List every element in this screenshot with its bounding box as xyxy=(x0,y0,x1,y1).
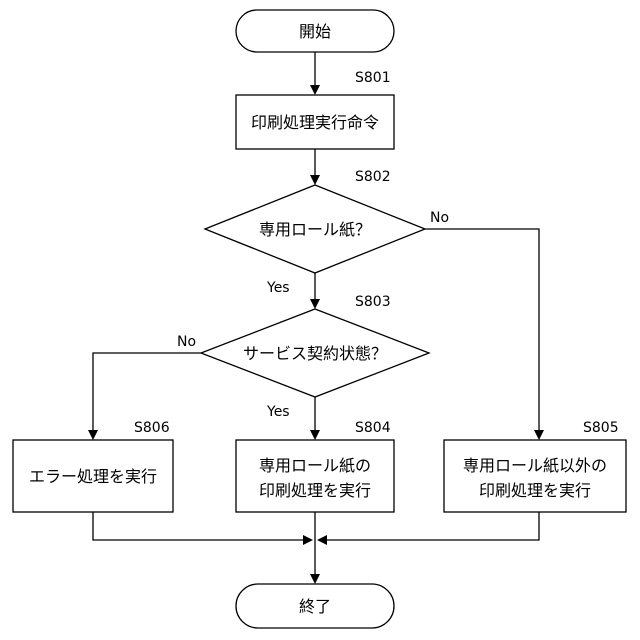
process-text-s805-line2: 印刷処理を実行 xyxy=(479,481,591,500)
edge-s802-no-to-s805 xyxy=(425,229,539,433)
branch-label-s802-no: No xyxy=(430,210,449,226)
decision-text-s803: サービス契約状態？ xyxy=(243,344,387,363)
step-label-s801: S801 xyxy=(355,70,391,86)
decision-s802: S802 専用ロール紙？ xyxy=(205,169,425,273)
arrowhead-s804 xyxy=(310,430,320,440)
process-text-s804-line2: 印刷処理を実行 xyxy=(259,481,371,500)
end-node: 終了 xyxy=(236,584,394,628)
arrowhead-s802 xyxy=(310,175,320,185)
arrowhead-s806 xyxy=(88,430,98,440)
arrowhead-merge-left xyxy=(303,535,313,545)
step-label-s803: S803 xyxy=(355,294,391,310)
process-text-s801: 印刷処理実行命令 xyxy=(251,113,379,132)
decision-s803: S803 サービス契約状態？ xyxy=(201,294,429,397)
arrowhead-end xyxy=(310,574,320,584)
edge-s805-to-merge xyxy=(327,512,539,540)
start-node: 開始 xyxy=(236,10,394,52)
arrowhead-s803 xyxy=(310,299,320,309)
step-label-s802: S802 xyxy=(355,169,391,185)
process-text-s804-line1: 専用ロール紙の xyxy=(259,456,371,475)
decision-text-s802: 専用ロール紙？ xyxy=(259,220,371,239)
process-s805: S805 専用ロール紙以外の 印刷処理を実行 xyxy=(444,420,626,512)
branch-label-s802-yes: Yes xyxy=(266,280,290,296)
process-text-s806: エラー処理を実行 xyxy=(29,467,157,486)
arrowhead-s801 xyxy=(310,85,320,95)
arrowhead-s805 xyxy=(534,430,544,440)
step-label-s805: S805 xyxy=(583,420,619,436)
edge-s806-to-merge xyxy=(93,512,303,540)
arrowhead-merge-right xyxy=(317,535,327,545)
branch-label-s803-yes: Yes xyxy=(266,404,290,420)
process-box-s804 xyxy=(236,440,394,512)
process-text-s805-line1: 専用ロール紙以外の xyxy=(463,456,607,475)
process-box-s805 xyxy=(444,440,626,512)
step-label-s806: S806 xyxy=(134,420,170,436)
branch-label-s803-no: No xyxy=(177,334,196,350)
start-label: 開始 xyxy=(299,22,331,41)
end-label: 終了 xyxy=(299,597,331,616)
step-label-s804: S804 xyxy=(355,420,391,436)
